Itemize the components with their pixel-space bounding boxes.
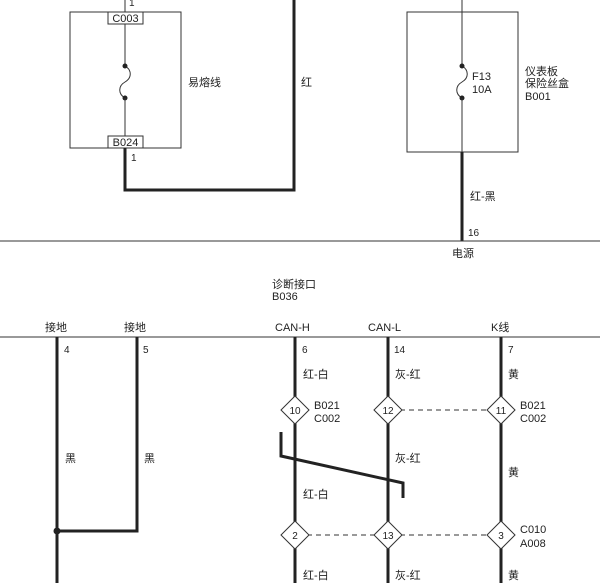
- connector-c003: C003: [112, 13, 138, 25]
- pin-6: 6: [302, 345, 308, 356]
- fusible-link-icon: [119, 65, 131, 99]
- pin-14: 14: [394, 345, 406, 356]
- connector-row1-right-line1: B021: [520, 400, 546, 412]
- fuse-id: F13: [472, 71, 491, 83]
- connector-pin: 3: [498, 531, 504, 542]
- pin-7: 7: [508, 345, 514, 356]
- can-l-wire-label-mid: 灰-红: [395, 451, 421, 465]
- can-h-wire-label-bottom: 红-白: [303, 568, 329, 582]
- connector-row1-canh: 10: [280, 395, 310, 425]
- power-label: 电源: [452, 246, 474, 260]
- fuse-rating: 10A: [472, 84, 492, 96]
- fuse-box-connector: B001: [525, 91, 551, 103]
- connector-diamond-icon: [280, 520, 310, 550]
- connector-row2-canh: 2: [280, 520, 310, 550]
- can-h-wire-label-top: 红-白: [303, 367, 329, 381]
- twisted-pair-bracket: [279, 432, 405, 498]
- red-black-wire-label: 红-黑: [470, 190, 496, 203]
- ground-wire-2: [57, 337, 139, 533]
- connector-pin: 12: [382, 406, 394, 417]
- k-line-wire-label-top: 黄: [508, 367, 519, 381]
- fuse-left-pin-top: 1: [129, 0, 135, 9]
- diag-connector-id: B036: [272, 291, 298, 303]
- k-line-wire-label-mid: 黄: [508, 465, 519, 479]
- can-l-wire-label-top: 灰-红: [395, 367, 421, 381]
- ground-1-label: 接地: [45, 321, 67, 334]
- fuse-right-terminal-top: [459, 63, 465, 69]
- ground-2-label: 接地: [124, 321, 146, 334]
- connector-pin: 2: [292, 531, 298, 542]
- pin-5: 5: [143, 345, 149, 356]
- connector-pin: 11: [496, 406, 507, 417]
- connector-diamond-icon: [486, 520, 516, 550]
- fuse-box-label-line2: 保险丝盒: [525, 76, 569, 90]
- can-h-wire-label-mid: 红-白: [303, 487, 329, 501]
- connector-row1-canl: 12: [373, 395, 403, 425]
- ground-wire-2-label: 黑: [144, 452, 155, 465]
- red-wire: [123, 0, 296, 192]
- pin-4: 4: [64, 345, 70, 356]
- connector-pin: 10: [289, 406, 301, 417]
- fuse-f13-icon: [456, 65, 468, 99]
- fuse-box-label-line1: 仪表板: [525, 64, 558, 78]
- connector-row1-kline: 11: [486, 395, 516, 425]
- can-l-label: CAN-L: [368, 322, 401, 334]
- connector-row2-canl: 13: [373, 520, 403, 550]
- diag-connector-name: 诊断接口: [272, 277, 316, 291]
- can-l-wire-label-bottom: 灰-红: [395, 568, 421, 582]
- pin-16: 16: [468, 228, 480, 239]
- connector-diamond-icon: [280, 395, 310, 425]
- connector-diamond-icon: [373, 395, 403, 425]
- connector-row2-right-line1: C010: [520, 524, 546, 536]
- fuse-left-terminal-top: [122, 63, 128, 69]
- k-line-label: K线: [491, 320, 509, 334]
- fusible-link-label: 易熔线: [188, 75, 221, 89]
- connector-b024: B024: [113, 137, 139, 149]
- connector-row2-kline: 3: [486, 520, 516, 550]
- connector-pin: 13: [382, 531, 394, 542]
- connector-row1-left-line2: C002: [314, 413, 340, 425]
- connector-row1-left-line1: B021: [314, 400, 340, 412]
- connector-row2-right-line2: A008: [520, 538, 546, 550]
- fuse-left-pin-bottom: 1: [131, 153, 137, 164]
- connector-diamond-icon: [486, 395, 516, 425]
- ground-wire-1-label: 黑: [65, 452, 76, 465]
- ground-splice: [53, 527, 61, 535]
- can-h-label: CAN-H: [275, 322, 310, 334]
- connector-diamond-icon: [373, 520, 403, 550]
- connector-row1-right-line2: C002: [520, 413, 546, 425]
- red-wire-label: 红: [301, 76, 312, 89]
- k-line-wire-label-bottom: 黄: [508, 568, 519, 582]
